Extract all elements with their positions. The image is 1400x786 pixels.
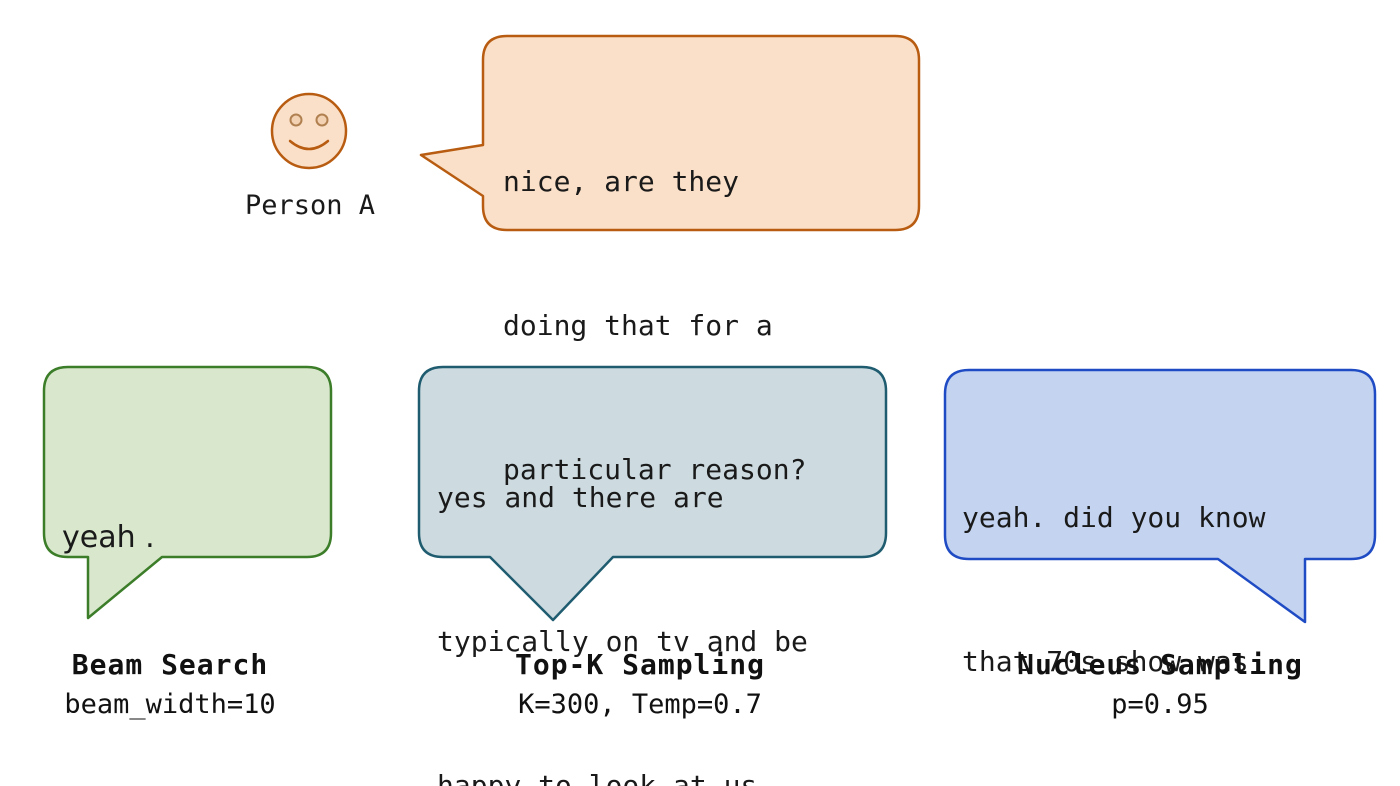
nucleus-line-1: yeah. did you know [962,501,1266,534]
topk-line-2: typically on tv and be [437,625,808,658]
top-k-bubble [417,365,888,622]
nucleus-title: Nucleus Sampling [1017,648,1303,681]
prompt-line-2: doing that for a [503,309,773,342]
top-k-title: Top-K Sampling [514,648,765,681]
prompt-bubble [419,34,921,232]
nucleus-params: p=0.95 [1111,689,1209,720]
nucleus-bubble-text: yeah. did you know that 70s show was rem… [962,398,1265,786]
topk-line-1: yes and there are [437,481,724,514]
beam-reply-line-1: yeah . [62,520,155,555]
smiley-face-icon [270,92,348,170]
person-a-label: Person A [244,190,376,221]
nucleus-bubble [943,368,1377,624]
beam-search-bubble-text: yeah . [62,418,155,658]
beam-search-caption: Beam Search beam_width=10 [0,645,340,725]
beam-search-title: Beam Search [71,648,269,681]
beam-search-params: beam_width=10 [64,689,276,720]
prompt-line-1: nice, are they [503,165,740,198]
nucleus-line-2: that 70s show was [962,645,1249,678]
prompt-line-3: particular reason? [503,453,807,486]
topk-line-3: happy to look at us, [437,769,775,786]
beam-search-bubble [42,365,333,620]
prompt-bubble-text: nice, are they doing that for a particul… [503,62,806,590]
top-k-caption: Top-K Sampling K=300, Temp=0.7 [400,645,880,725]
top-k-bubble-text: yes and there are typically on tv and be… [437,378,808,786]
top-k-params: K=300, Temp=0.7 [518,689,762,720]
nucleus-line-3: remade in uk? [962,782,1265,786]
nucleus-caption: Nucleus Sampling p=0.95 [920,645,1400,725]
